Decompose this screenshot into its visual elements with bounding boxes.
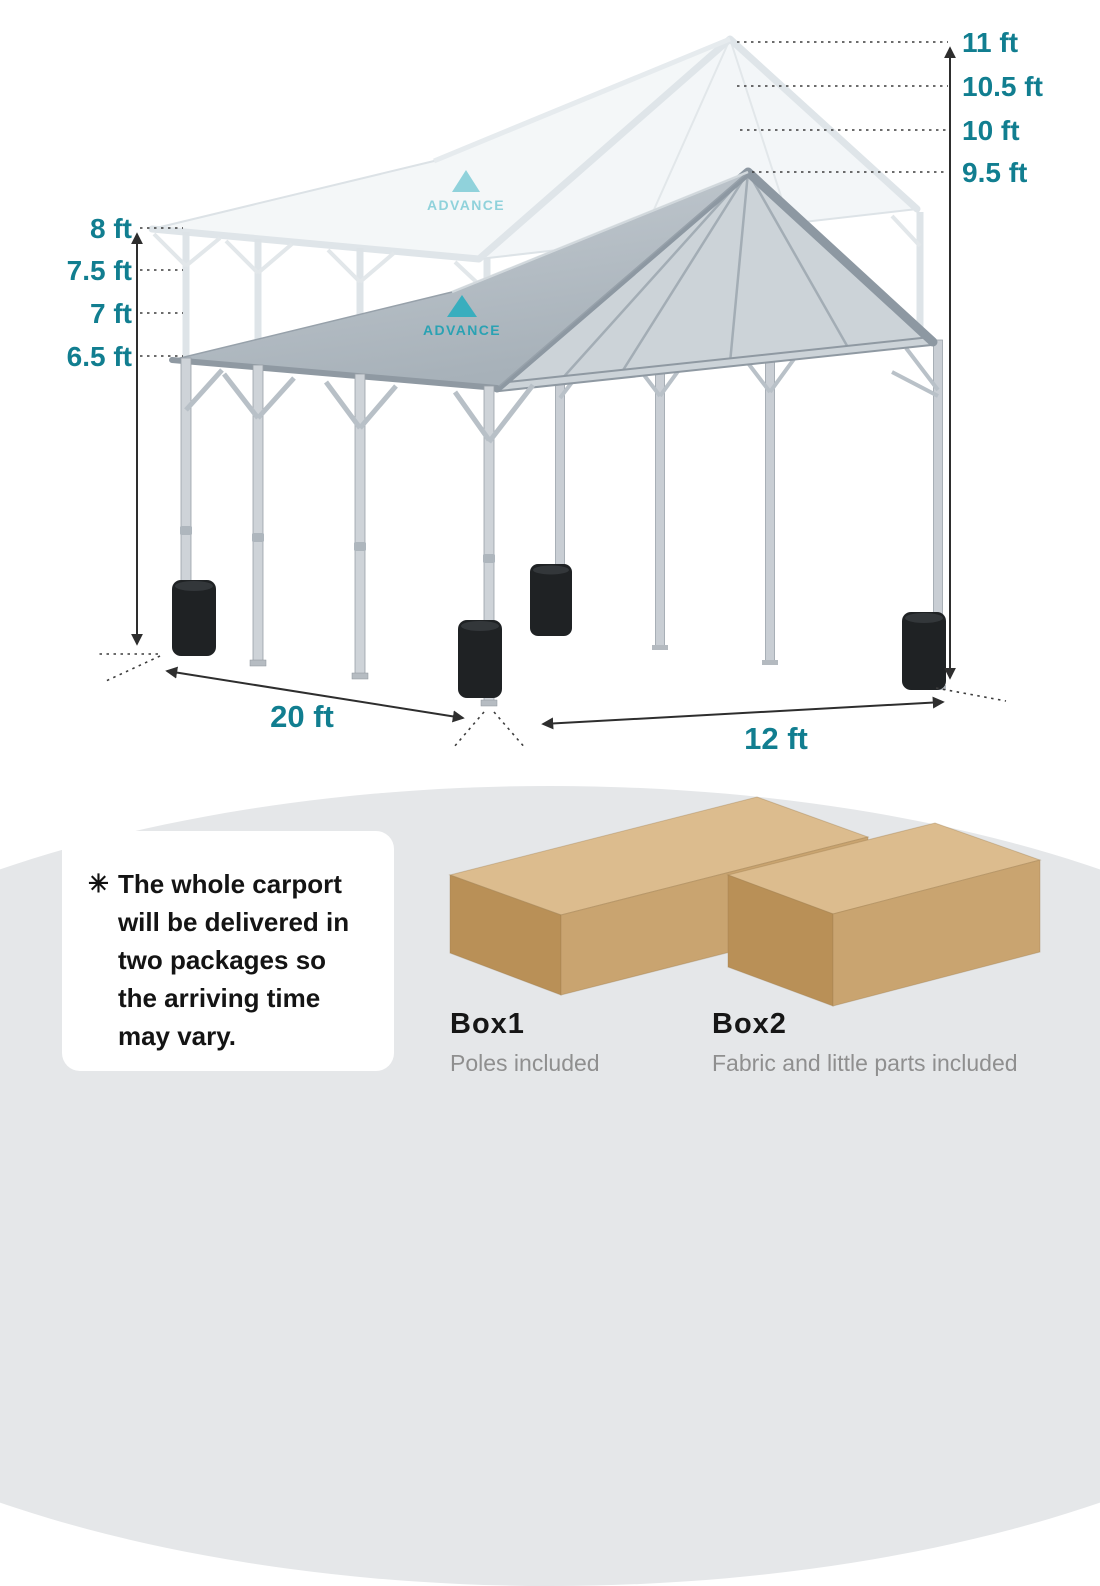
dotted-guide xyxy=(453,711,485,748)
box2-front xyxy=(832,859,1041,1007)
ghost-roof-rafters xyxy=(639,38,791,242)
width-arrow xyxy=(541,696,945,730)
box1-label: Box1 Poles included xyxy=(450,1008,600,1077)
peak-height-label: 10 ft xyxy=(962,115,1020,146)
ghost-roof-fascia xyxy=(148,35,921,263)
length-arrow xyxy=(165,666,465,723)
height-measurements-right: 11 ft 10.5 ft 10 ft 9.5 ft xyxy=(737,27,1043,702)
brand-logo-ghost: ADVANCE xyxy=(427,170,505,213)
width-label: 12 ft xyxy=(744,721,808,756)
pole-adjustment-joints xyxy=(180,526,495,563)
side-height-label: 7 ft xyxy=(90,298,132,329)
peak-height-label: 10.5 ft xyxy=(962,71,1043,102)
delivery-note-card: ✳ The whole carport will be delivered in… xyxy=(62,831,394,1071)
weight-bag xyxy=(172,580,216,656)
weight-bag-top xyxy=(175,581,213,591)
weight-bag xyxy=(458,620,502,698)
length-measurement: 20 ft xyxy=(165,666,527,750)
roof-underside xyxy=(497,172,933,388)
weight-bag xyxy=(530,564,572,636)
roof-rafters xyxy=(559,171,852,382)
brand-logo-text: ADVANCE xyxy=(423,322,501,338)
width-measurement: 12 ft xyxy=(541,696,945,756)
weight-bags xyxy=(172,564,946,698)
lowered-roof: ADVANCE xyxy=(169,167,938,393)
box2-illustration xyxy=(726,822,1042,1007)
roof-ridge xyxy=(451,170,749,294)
side-height-label: 6.5 ft xyxy=(67,341,132,372)
gable-cross-beam xyxy=(496,338,934,390)
delivery-note-text: The whole carport will be delivered in t… xyxy=(117,869,350,1051)
asterisk-marker: ✳ xyxy=(88,870,109,898)
roof-eave-fascia xyxy=(169,357,500,391)
package-boxes-illustration xyxy=(448,796,1042,1007)
rear-poles xyxy=(552,339,946,690)
side-height-label: 8 ft xyxy=(90,213,132,244)
dotted-guide xyxy=(935,687,1007,702)
height-measurements-left: 8 ft 7.5 ft 7 ft 6.5 ft xyxy=(67,213,183,682)
ghost-pole-braces xyxy=(152,214,922,294)
peak-height-label: 11 ft xyxy=(962,27,1018,58)
box2-name: Box2 xyxy=(712,1008,787,1040)
brand-logo-triangle-icon xyxy=(447,295,477,317)
carport-diagram: ADVANCE xyxy=(67,27,1043,756)
weight-bag-top xyxy=(533,565,569,575)
weight-bag xyxy=(902,612,946,690)
length-label: 20 ft xyxy=(270,699,334,734)
brand-logo-text: ADVANCE xyxy=(427,197,505,213)
brand-logo-triangle-icon xyxy=(452,170,480,192)
box1-name: Box1 xyxy=(450,1008,525,1040)
front-pole-braces xyxy=(184,368,535,444)
brand-logo: ADVANCE xyxy=(423,295,501,338)
box2-label: Box2 Fabric and little parts included xyxy=(712,1008,1018,1077)
dotted-guide xyxy=(105,655,161,682)
carport-size-infographic: ADVANCE xyxy=(0,27,1100,1586)
box2-description: Fabric and little parts included xyxy=(712,1050,1018,1076)
weight-bag-top xyxy=(905,613,943,623)
side-height-label: 7.5 ft xyxy=(67,255,132,286)
peak-height-label: 9.5 ft xyxy=(962,157,1027,188)
box1-description: Poles included xyxy=(450,1050,600,1076)
dotted-guide xyxy=(493,711,527,750)
rear-pole-feet xyxy=(552,629,946,690)
weight-bag-top xyxy=(461,621,499,631)
ghost-roof-ridge xyxy=(433,36,731,164)
